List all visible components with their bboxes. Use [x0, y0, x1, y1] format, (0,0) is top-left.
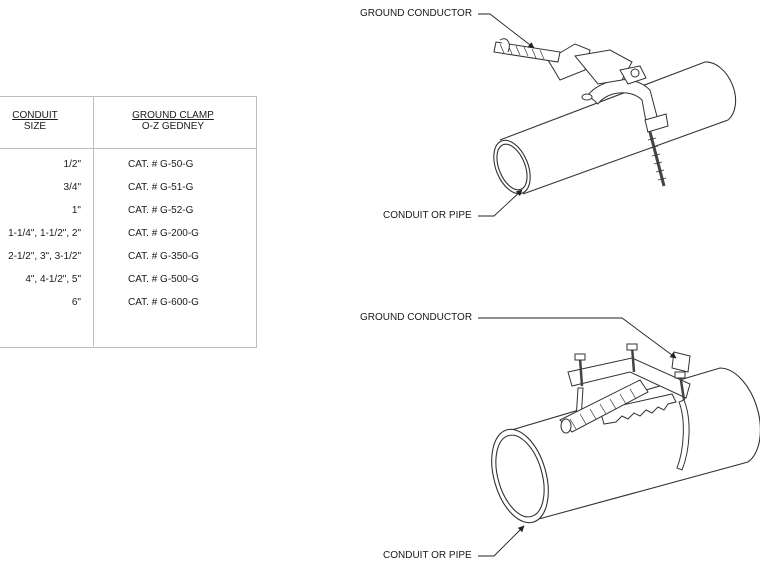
bottom-pipe [491, 367, 760, 524]
bottom-clamp [559, 343, 691, 471]
top-leaders [478, 13, 535, 217]
row-size: 2-1/2", 3", 3-1/2" [8, 251, 81, 262]
row-cat: CAT. # G-600-G [128, 297, 199, 308]
row-cat: CAT. # G-200-G [128, 228, 199, 239]
ground-clamp-header: GROUND CLAMP O-Z GEDNEY [118, 110, 228, 132]
table-column-divider [93, 96, 94, 346]
ground-clamp-header-line1: GROUND CLAMP [132, 110, 214, 121]
bottom-ground-conductor-label: GROUND CONDUCTOR [360, 312, 473, 323]
top-pipe [493, 61, 737, 195]
row-size: 6" [71, 297, 81, 308]
conduit-header-line2: SIZE [23, 121, 47, 132]
bottom-conduit-pipe-label: CONDUIT OR PIPE [383, 550, 472, 561]
row-cat: CAT. # G-500-G [128, 274, 199, 285]
row-cat: CAT. # G-52-G [128, 205, 194, 216]
row-size: 3/4" [63, 182, 81, 193]
row-cat: CAT. # G-50-G [128, 159, 194, 170]
conduit-header-line1: CONDUIT [12, 110, 58, 121]
row-size: 4", 4-1/2", 5" [25, 274, 81, 285]
row-size: 1/2" [63, 159, 81, 170]
row-cat: CAT. # G-350-G [128, 251, 199, 262]
row-size: 1-1/4", 1-1/2", 2" [8, 228, 81, 239]
row-cat: CAT. # G-51-G [128, 182, 194, 193]
bottom-leaders [478, 317, 677, 557]
clamp-table [0, 96, 257, 348]
row-size: 1" [71, 205, 81, 216]
top-ground-conductor-label: GROUND CONDUCTOR [360, 8, 473, 19]
ground-clamp-header-line2: O-Z GEDNEY [141, 121, 205, 132]
top-clamp [493, 38, 669, 187]
conduit-size-header: CONDUIT SIZE [0, 110, 70, 132]
top-conduit-pipe-label: CONDUIT OR PIPE [383, 210, 472, 221]
table-header-divider [0, 148, 256, 149]
